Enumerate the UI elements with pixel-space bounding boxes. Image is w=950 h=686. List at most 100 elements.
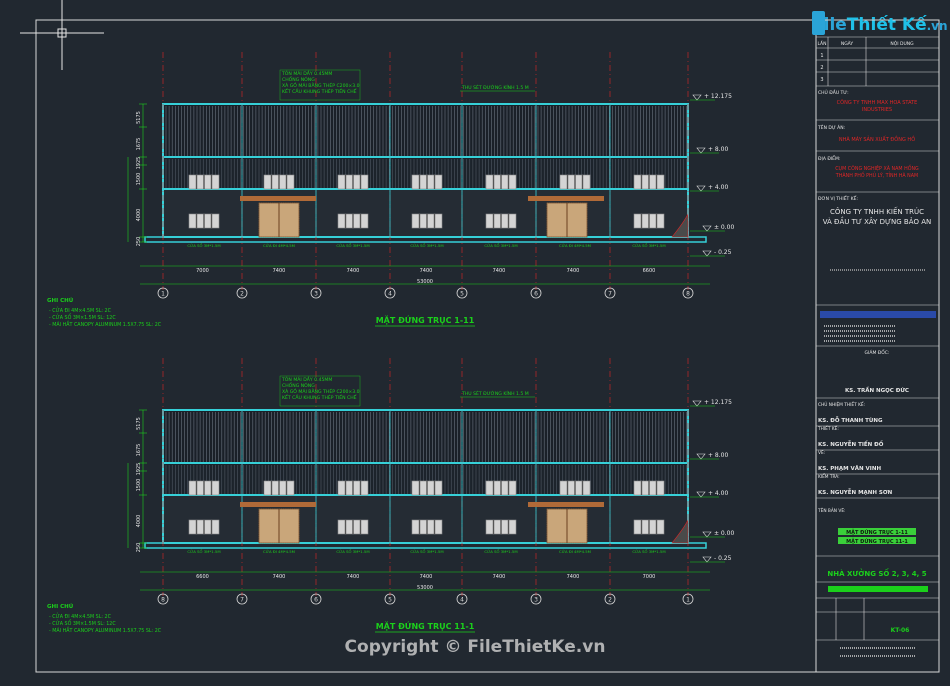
window (263, 174, 295, 190)
dim-value-left: 1925 (136, 463, 142, 476)
level-marker (692, 94, 702, 101)
door (240, 502, 316, 544)
sheet-name: MẶT ĐỨNG TRỤC 11-1 (846, 538, 908, 545)
owner-label: CHỦ ĐẦU TƯ: (818, 88, 849, 96)
door (528, 196, 604, 238)
rev-row: 1 (820, 53, 823, 59)
axis-label: 6 (314, 597, 318, 604)
level-marker (692, 400, 702, 407)
dim-total: 53000 (417, 585, 433, 591)
designer-name: VÀ ĐẦU TƯ XÂY DỰNG BẢO AN (823, 216, 932, 226)
staff-role: KIỂM TRA: (818, 472, 840, 480)
dim-value-bottom: 7400 (273, 574, 286, 580)
axis-bubble (604, 287, 616, 299)
note-line: - CỬA ĐI 4M×4.5M SL: 2C (49, 306, 112, 314)
note-line: - CỬA SỔ 3M×1.5M SL: 12C (49, 313, 116, 321)
level-marker (702, 556, 712, 563)
window (337, 519, 369, 535)
notes-title: GHI CHÚ (47, 603, 73, 610)
sheet-name-bg (838, 537, 916, 544)
note-line: - CỬA SỔ 3M×1.5M SL: 12C (49, 619, 116, 627)
level-label: - 0.25 (714, 555, 732, 562)
axis-bubble (456, 593, 468, 605)
window (559, 174, 591, 190)
dim-value-left: 1675 (136, 444, 142, 457)
owner-name: CÔNG TY TNHH MAX HOA STATE (837, 99, 918, 106)
axis-label: 5 (388, 597, 392, 604)
owner-name: INDUSTRIES (862, 107, 892, 113)
top-note-line: TÔN MÁI DẦY 0.45MM (281, 375, 332, 383)
logo-text: FileThiết Kế.vn (812, 14, 948, 35)
notes-title: GHI CHÚ (47, 297, 73, 304)
window (411, 213, 443, 229)
elevation-title: MẶT ĐỨNG TRỤC 1-11 (376, 314, 475, 325)
dim-value-left: 4000 (136, 515, 142, 528)
axis-bubble (384, 593, 396, 605)
axis-bubble (456, 287, 468, 299)
axis-bubble (310, 593, 322, 605)
upper-wall-ribs (165, 159, 688, 188)
window (188, 519, 220, 535)
axis-label: 8 (686, 291, 690, 298)
level-label: + 8.00 (708, 452, 728, 459)
plinth (144, 542, 707, 549)
window (337, 480, 369, 496)
window (188, 480, 220, 496)
dim-value-bottom: 7400 (567, 268, 580, 274)
window (559, 480, 591, 496)
axis-bubble (530, 287, 542, 299)
location-name: THÀNH PHỐ PHỦ LÝ, TỈNH HÀ NAM (835, 171, 918, 179)
level-label: + 12.175 (704, 399, 732, 406)
designer-label: ĐƠN VỊ THIẾT KẾ: (818, 194, 858, 202)
rev-row: 3 (820, 77, 823, 83)
copyright-watermark: Copyright © FileThietKe.vn (345, 637, 606, 657)
project-name: NHÀ MÁY SẢN XUẤT ĐỒNG HỒ (839, 134, 915, 143)
dim-value-bottom: 7000 (196, 268, 209, 274)
top-note-line: XÀ GỒ MÁI BẰNG THÉP C200×3.0 (282, 80, 360, 89)
level-label: ± 0.00 (714, 530, 734, 537)
designer-name: CÔNG TY TNHH KIẾN TRÚC (830, 206, 924, 216)
canopy (528, 196, 604, 201)
sheet-name-bg (838, 528, 916, 535)
window (263, 480, 295, 496)
window (411, 174, 443, 190)
window-label: CỬA ĐI 4M*4.5M (559, 243, 591, 248)
dim-value-bottom: 7400 (347, 268, 360, 274)
window-label: CỬA SỔ 3M*1.5M (336, 549, 369, 554)
ramp-hatch (671, 213, 689, 238)
staff-role: CHỦ NHIỆM THIẾT KẾ: (818, 400, 865, 408)
director-name: KS. TRẦN NGỌC ĐỨC (845, 385, 909, 394)
axis-label: 7 (240, 597, 244, 604)
staff-name: KS. ĐỖ THANH TÙNG (818, 416, 883, 424)
rev-row: 2 (820, 65, 823, 71)
canopy (528, 502, 604, 507)
axis-label: 5 (460, 291, 464, 298)
company-banner (820, 311, 936, 318)
axis-label: 3 (534, 597, 538, 604)
axis-label: 1 (686, 597, 690, 604)
window-label: CỬA SỔ 3M*1.5M (410, 243, 443, 248)
dim-value-bottom: 7400 (347, 574, 360, 580)
dim-value-bottom: 6600 (196, 574, 209, 580)
dim-value-bottom: 7400 (420, 268, 433, 274)
staff-name: KS. PHẠM VĂN VINH (818, 465, 881, 472)
staff-name: KS. NGUYỄN TIẾN ĐỒ (818, 439, 884, 448)
dim-value-bottom: 7400 (493, 268, 506, 274)
top-note-line: XÀ GỒ MÁI BẰNG THÉP C200×3.0 (282, 386, 360, 395)
rev-header: NGÀY (841, 40, 854, 47)
axis-label: 3 (314, 291, 318, 298)
window (188, 174, 220, 190)
top-note-line: TÔN MÁI DẦY 0.45MM (281, 69, 332, 77)
roof-ribs (165, 412, 688, 462)
window-label: CỬA SỔ 3M*1.5M (632, 243, 665, 248)
window-label: CỬA ĐI 4M*4.5M (559, 549, 591, 554)
top-note-2: THU SÉT ĐƯỜNG KÍNH 1.5 M (461, 389, 529, 397)
axis-label: 2 (608, 597, 612, 604)
axis-label: 2 (240, 291, 244, 298)
window (633, 480, 665, 496)
top-note-2: THU SÉT ĐƯỜNG KÍNH 1.5 M (461, 83, 529, 91)
level-label: ± 0.00 (714, 224, 734, 231)
